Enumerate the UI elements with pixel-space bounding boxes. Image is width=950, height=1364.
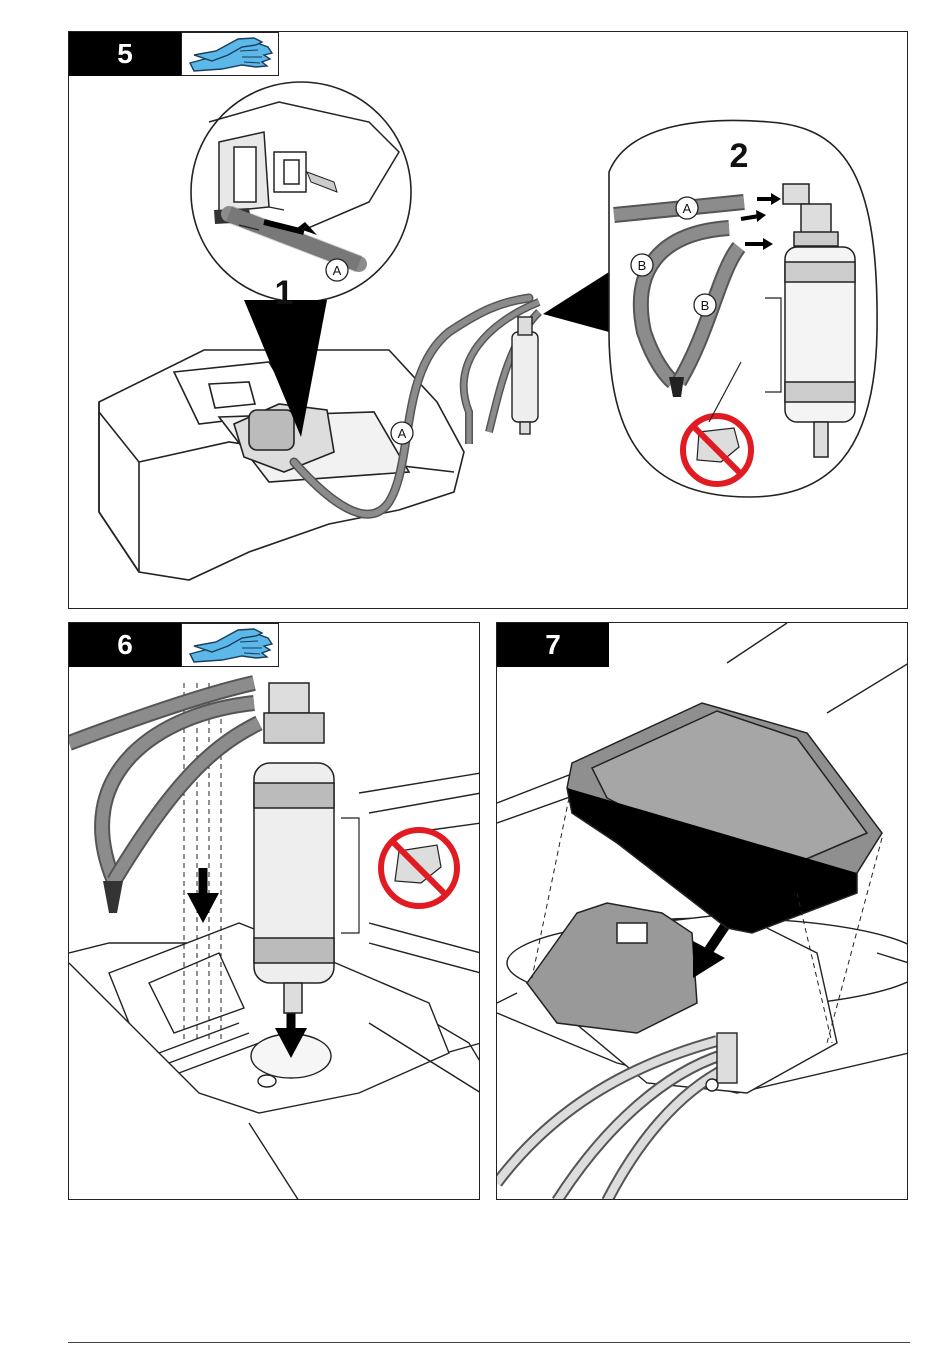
pump-cover (567, 703, 882, 933)
prohibited-hand-icon (381, 830, 457, 906)
footer-rule (68, 1342, 910, 1343)
substep-1-label: 1 (275, 274, 294, 312)
step-7-panel: 7 (496, 622, 908, 1200)
pump-large (254, 683, 334, 1013)
step-7-illustration (497, 623, 908, 1200)
step-5-panel: 5 (68, 31, 908, 609)
step-5-illustration: A 1 A 2 A (69, 32, 908, 609)
lid-base (527, 903, 697, 1033)
callout-a-zoom2: A (683, 201, 692, 216)
step-6-illustration (69, 623, 480, 1200)
zoom-detail-2: 2 A B B (609, 120, 877, 497)
step-6-panel: 6 (68, 622, 480, 1200)
callout-b-left: B (638, 258, 647, 273)
callout-a-main: A (398, 426, 407, 441)
pump-small (512, 317, 538, 434)
substep-2-label: 2 (730, 137, 749, 175)
callout-a-zoom1: A (333, 263, 342, 278)
callout-b-right: B (701, 298, 710, 313)
